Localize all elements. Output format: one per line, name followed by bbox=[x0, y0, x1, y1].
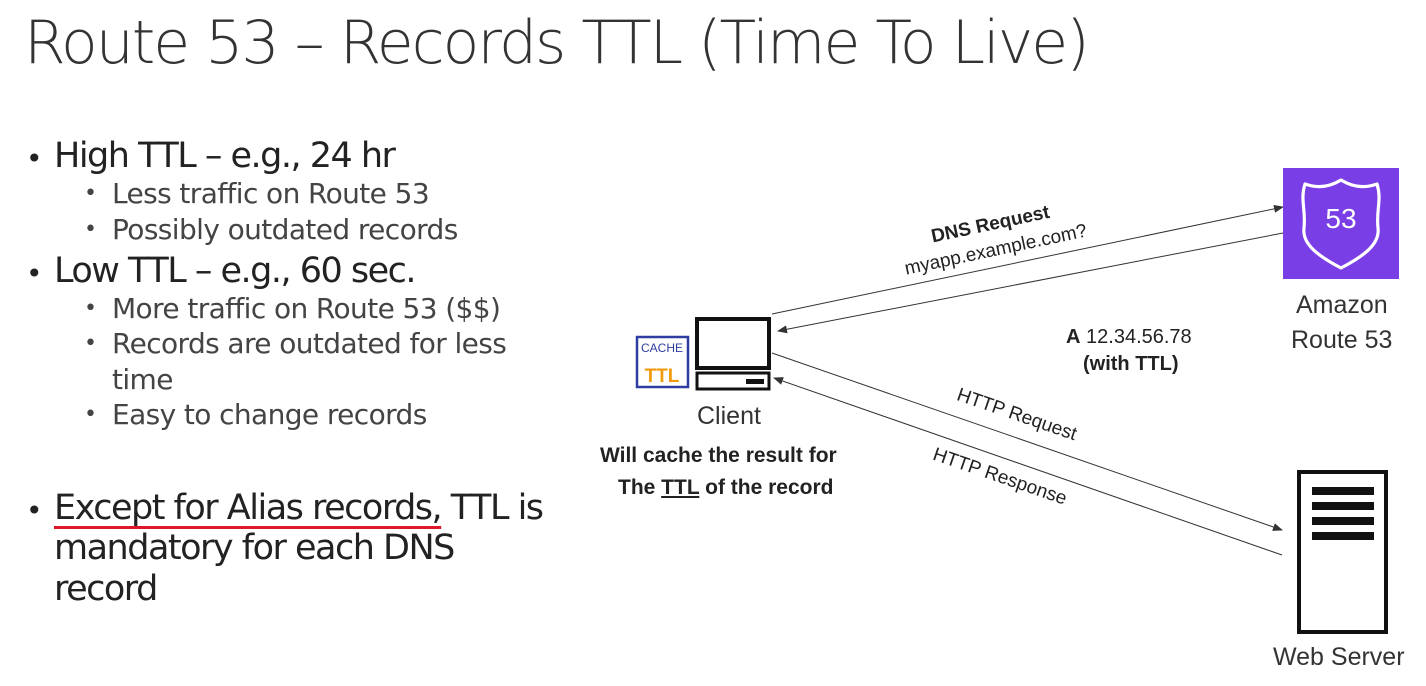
route53-label-line2: Route 53 bbox=[1291, 326, 1393, 354]
cache-ttl-icon: CACHE TTL bbox=[635, 335, 690, 389]
webserver-label: Web Server bbox=[1273, 643, 1405, 671]
http-request-label: HTTP Request bbox=[954, 384, 1080, 445]
bullet-list: High TTL – e.g., 24 hr Less traffic on R… bbox=[26, 136, 586, 609]
client-note-line2: The TTL of the record bbox=[618, 476, 833, 500]
client-note-ttl: TTL bbox=[661, 476, 700, 499]
sub-bullet-outdated: Possibly outdated records bbox=[26, 212, 586, 248]
sub-bullet-more-traffic: More traffic on Route 53 ($$) bbox=[26, 291, 586, 327]
bullet-alias-records: Except for Alias records, TTL is mandato… bbox=[26, 488, 554, 609]
slide-title: Route 53 – Records TTL (Time To Live) bbox=[24, 8, 1090, 78]
http-response-label: HTTP Response bbox=[930, 444, 1069, 509]
http-request-arrow bbox=[771, 352, 1283, 531]
dns-response-note: (with TTL) bbox=[1083, 353, 1179, 375]
cache-label: CACHE bbox=[641, 341, 683, 355]
dns-request-arrow bbox=[771, 204, 1284, 315]
route53-icon: 53 bbox=[1283, 168, 1399, 279]
dns-response-ip: 12.34.56.78 bbox=[1086, 326, 1192, 348]
client-label: Client bbox=[697, 402, 761, 430]
sub-bullet-easy-change: Easy to change records bbox=[26, 397, 586, 433]
dns-response-type: A bbox=[1066, 326, 1081, 348]
server-icon bbox=[1297, 470, 1388, 634]
bullet-high-ttl: High TTL – e.g., 24 hr bbox=[26, 136, 586, 181]
shield-icon bbox=[1301, 178, 1381, 270]
ttl-label: TTL bbox=[645, 366, 680, 387]
sub-bullet-outdated-less: Records are outdated for less time bbox=[26, 326, 572, 397]
dns-response-arrow bbox=[777, 232, 1284, 334]
client-note-post: of the record bbox=[699, 476, 834, 499]
alias-rest-text: TTL is mandatory for each DNS record bbox=[54, 488, 544, 609]
bullet-low-ttl: Low TTL – e.g., 60 sec. bbox=[26, 251, 586, 296]
computer-icon bbox=[695, 317, 771, 391]
client-note-pre: The bbox=[618, 476, 662, 499]
sub-bullet-less-traffic: Less traffic on Route 53 bbox=[26, 176, 586, 212]
alias-underlined-text: Except for Alias records, bbox=[54, 488, 443, 529]
route53-number: 53 bbox=[1325, 203, 1356, 234]
http-response-arrow bbox=[773, 377, 1283, 556]
dns-response-record: A 12.34.56.78 bbox=[1066, 326, 1192, 349]
client-note-line1: Will cache the result for bbox=[600, 444, 837, 467]
route53-label-line1: Amazon bbox=[1296, 291, 1388, 319]
